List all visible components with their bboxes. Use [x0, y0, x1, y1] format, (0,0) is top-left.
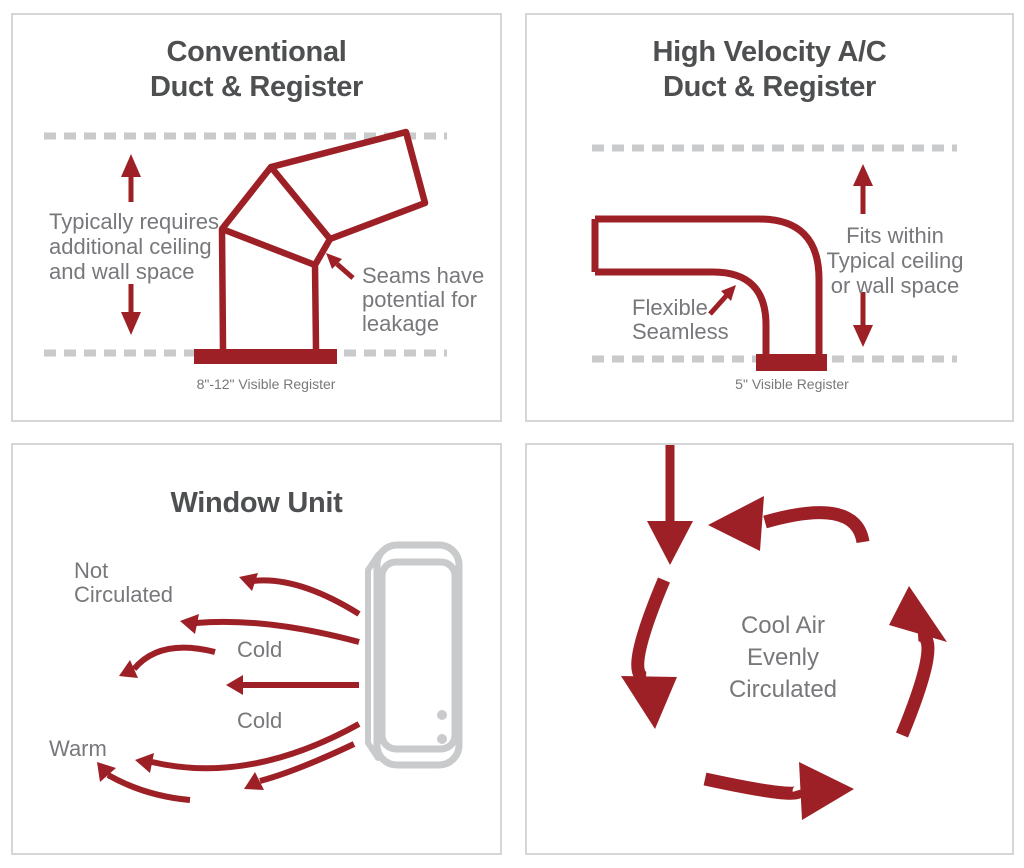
airflow-arrow-straight	[226, 675, 359, 695]
conventional-register-bar	[194, 349, 337, 364]
not-circulated-line2: Circulated	[74, 582, 174, 607]
panel-conventional-duct: Conventional Duct & Register	[11, 13, 502, 422]
cold-upper-label: Cold	[237, 637, 283, 662]
conventional-register-label: 8"-12" Visible Register	[196, 376, 336, 392]
intake-down-arrow	[647, 445, 693, 565]
window-unit-diagram	[97, 541, 463, 803]
high-velocity-title-line1: High Velocity A/C	[652, 36, 887, 68]
airflow-arrow-upper-long	[180, 614, 360, 645]
airflow-arrow-lower	[244, 741, 356, 790]
height-up-arrow	[121, 154, 141, 202]
window-unit-illustration	[365, 541, 463, 769]
duct-seam-line-lower	[220, 225, 317, 269]
high-velocity-register-label: 5" Visible Register	[735, 376, 849, 392]
panel-window-unit: Window Unit	[11, 443, 502, 855]
circulation-note-line3: Circulated	[728, 676, 838, 703]
circulation-arc-right	[889, 586, 947, 738]
circulation-center-note: Cool Air Evenly Circulated	[683, 610, 883, 706]
circulation-arc-bottom	[703, 762, 854, 820]
space-note-line1: Typically requires	[49, 209, 219, 234]
panel-circulation: Cool Air Evenly Circulated	[525, 443, 1014, 855]
not-circulated-line1: Not	[74, 558, 109, 583]
high-velocity-register-bar	[756, 354, 827, 371]
airflow-arrow-cold-short	[119, 644, 216, 678]
seams-note-line1: Seams have	[362, 263, 485, 288]
high-velocity-title: High Velocity A/C Duct & Register	[527, 35, 1012, 105]
fit-note-line2: Typical ceiling	[826, 248, 964, 273]
circulation-arc-left	[621, 577, 677, 729]
high-velocity-title-line2: Duct & Register	[662, 71, 877, 103]
flexible-pointer-arrow	[708, 285, 736, 316]
airflow-arrow-warm-long	[135, 721, 361, 773]
seams-note-line3: leakage	[362, 311, 440, 336]
conventional-title-line2: Duct & Register	[149, 71, 364, 103]
high-velocity-duct-diagram	[591, 144, 957, 371]
circulation-note-line1: Cool Air	[740, 612, 826, 639]
space-note-line3: and wall space	[49, 259, 195, 284]
flexible-note: Flexible Seamless	[632, 296, 729, 344]
not-circulated-label: Not Circulated	[74, 559, 173, 607]
seams-note: Seams have potential for leakage	[362, 264, 484, 336]
warm-label: Warm	[49, 736, 107, 761]
space-note-line2: additional ceiling	[49, 234, 212, 259]
fit-note: Fits within Typical ceiling or wall spac…	[810, 223, 980, 298]
fit-note-line3: or wall space	[830, 273, 960, 298]
cold-lower-label: Cold	[237, 708, 283, 733]
window-unit-title: Window Unit	[170, 487, 343, 519]
conventional-duct-outline	[218, 128, 429, 350]
conventional-title-line1: Conventional	[166, 36, 347, 68]
conventional-duct-diagram	[44, 128, 447, 364]
airflow-arrow-warm-curl	[97, 762, 191, 803]
fit-note-line1: Fits within	[846, 223, 944, 248]
height-down-arrow	[121, 284, 141, 335]
seams-note-line2: potential for	[362, 287, 477, 312]
flexible-note-line2: Seamless	[632, 319, 729, 344]
circulation-note-line2: Evenly	[746, 644, 820, 671]
circulation-diagram	[621, 445, 947, 820]
airflow-arrow-top	[239, 573, 361, 617]
flexible-note-line1: Flexible	[632, 295, 708, 320]
duct-seam-line-upper	[268, 164, 333, 242]
fit-down-arrow	[853, 292, 873, 347]
conventional-title: Conventional Duct & Register	[13, 35, 500, 105]
fit-up-arrow	[853, 164, 873, 214]
circulation-arc-top	[708, 496, 870, 551]
space-note: Typically requires additional ceiling an…	[49, 209, 219, 284]
unit-vent-dot	[437, 734, 447, 744]
seam-pointer-arrow	[326, 253, 355, 280]
unit-front-panel	[378, 558, 459, 753]
panel-high-velocity-duct: High Velocity A/C Duct & Register	[525, 13, 1014, 422]
high-velocity-duct-outline	[591, 215, 823, 354]
unit-vent-dot	[437, 710, 447, 720]
